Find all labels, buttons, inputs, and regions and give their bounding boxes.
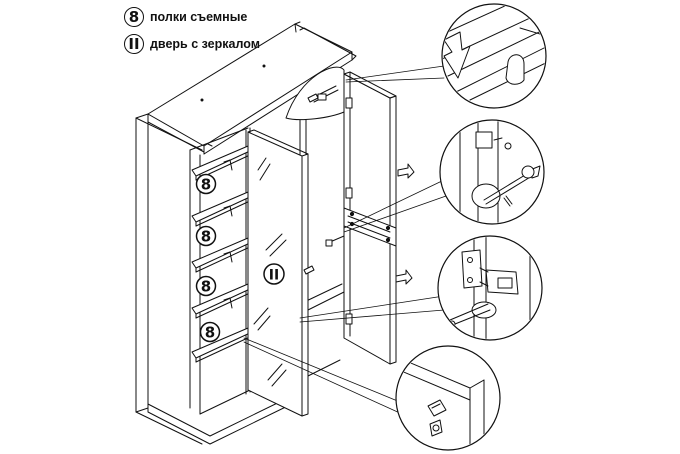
legend-marker-door: II (124, 34, 144, 54)
shelf-callout-1-label: 8 (201, 176, 211, 194)
shelf-callout-1: 8 (195, 173, 217, 195)
shelf-support-icon (505, 54, 525, 85)
shelf-callouts: 8 8 8 8 (195, 173, 221, 343)
shelf-callout-2-label: 8 (201, 228, 211, 246)
leader-lines (243, 65, 447, 415)
arrow-down-icon (443, 31, 471, 79)
shelf-callout-3-label: 8 (201, 278, 211, 296)
legend-text-door: дверь с зеркалом (150, 37, 260, 51)
shelf-callout-2: 8 (195, 225, 217, 247)
detail-rail-holder (441, 3, 547, 109)
legend-marker-shelves: 8 (124, 7, 144, 27)
hanging-rail (285, 66, 345, 275)
detail-stopper (395, 345, 501, 451)
hinge-icon (461, 249, 483, 289)
rail-panel (343, 207, 397, 247)
door-callout-label: II (269, 268, 279, 284)
removable-shelves (191, 145, 253, 363)
legend-item-door: II дверь с зеркалом (124, 33, 260, 55)
shelf-callout-4: 8 (199, 321, 221, 343)
shelf-callout-3: 8 (195, 275, 217, 297)
detail-cam-lock (439, 119, 545, 225)
shelf-callout-4-label: 8 (205, 324, 215, 342)
legend-item-shelves: 8 полки съемные (124, 6, 247, 28)
stopper-icon (427, 399, 447, 417)
legend-text-shelves: полки съемные (150, 10, 248, 24)
door-callout: II (263, 263, 285, 285)
detail-hinge (437, 235, 543, 341)
